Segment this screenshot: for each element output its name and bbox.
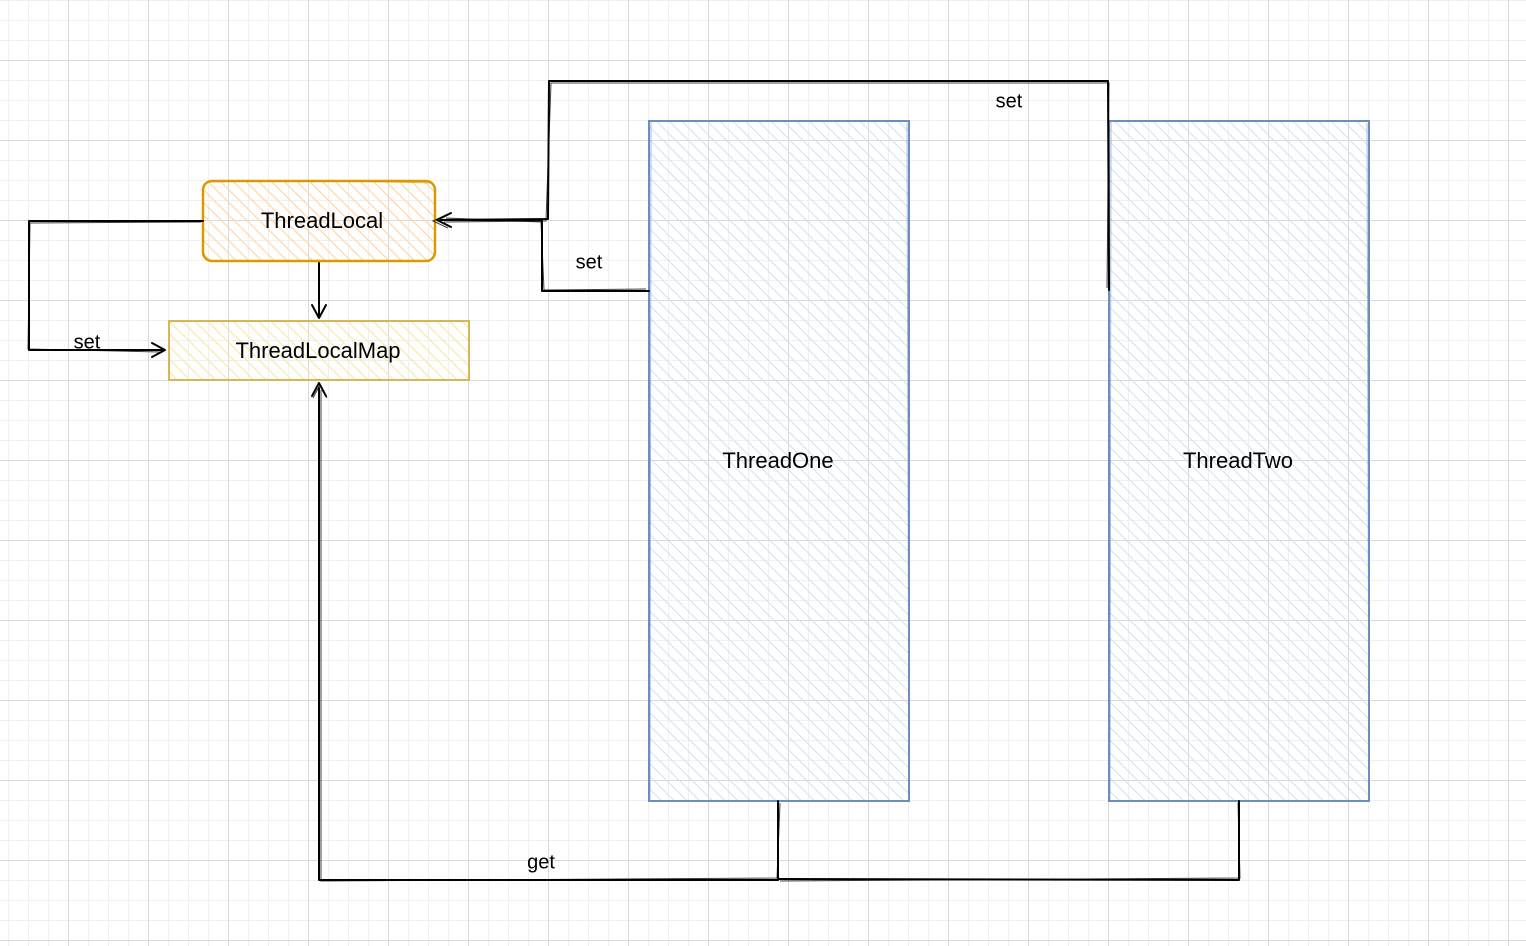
thread-local-map-label: ThreadLocalMap	[235, 338, 400, 363]
edge-local-to-map-set-arrowhead	[151, 342, 166, 358]
edge-threads-get[interactable]: get	[311, 382, 1241, 882]
edge-threads-get-label: get	[527, 851, 555, 873]
thread-one-label: ThreadOne	[722, 448, 833, 473]
edge-local-to-map-set[interactable]: set	[27, 220, 204, 358]
thread-two-node[interactable]: ThreadTwo	[1108, 120, 1370, 802]
edge-local-to-map-set-label: set	[74, 331, 101, 353]
thread-two-label: ThreadTwo	[1183, 448, 1293, 473]
thread-one-node[interactable]: ThreadOne	[648, 120, 910, 802]
edge-thread-one-set-label: set	[576, 251, 603, 273]
edge-local-to-map[interactable]	[311, 262, 327, 319]
thread-local-label: ThreadLocal	[261, 208, 383, 233]
thread-local-map-node[interactable]: ThreadLocalMap	[168, 320, 470, 381]
thread-local-node[interactable]: ThreadLocal	[201, 179, 437, 263]
thread-local-map-border	[168, 320, 470, 381]
edge-thread-two-set-label: set	[996, 90, 1023, 112]
edge-thread-two-set-arrowhead	[436, 212, 452, 228]
edge-thread-one-set[interactable]: set	[442, 217, 650, 292]
edge-local-to-map-arrowhead	[311, 304, 327, 319]
